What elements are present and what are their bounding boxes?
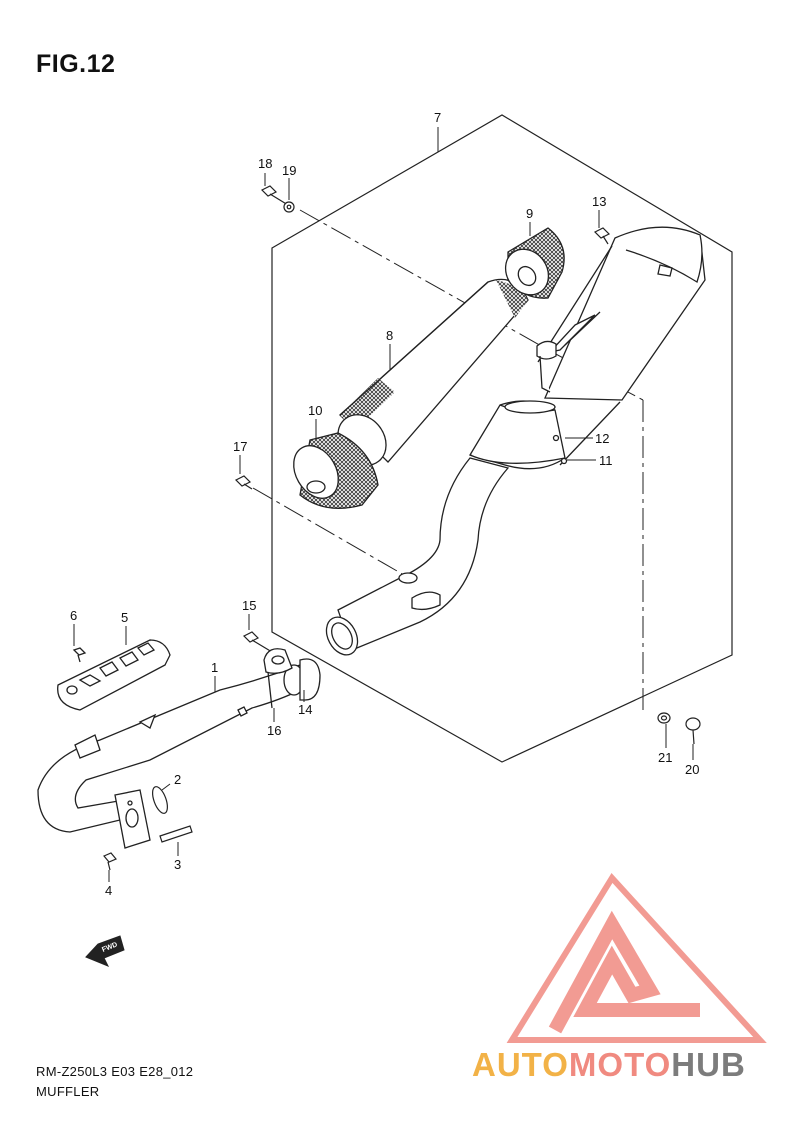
callout-7: 7 xyxy=(434,110,441,125)
callout-8: 8 xyxy=(386,328,393,343)
callout-numbers: 7 18 19 9 13 8 10 17 12 11 15 1 5 6 14 1… xyxy=(70,110,699,898)
callout-2: 2 xyxy=(174,772,181,787)
model-code: RM-Z250L3 E03 E28_012 xyxy=(36,1064,194,1079)
callout-13: 13 xyxy=(592,194,606,209)
leader-lines xyxy=(73,127,694,882)
gasket-and-stud xyxy=(103,786,193,871)
inner-cone xyxy=(293,432,379,509)
callout-6: 6 xyxy=(70,608,77,623)
muffler-body xyxy=(469,226,706,470)
assembly-outline xyxy=(271,114,733,763)
end-cap xyxy=(504,227,565,299)
heat-guard xyxy=(57,639,171,711)
callout-1: 1 xyxy=(211,660,218,675)
callout-15: 15 xyxy=(242,598,256,613)
section-name: MUFFLER xyxy=(36,1084,100,1099)
wordmark-hub: HUB xyxy=(671,1046,746,1083)
callout-17: 17 xyxy=(233,439,247,454)
callout-12: 12 xyxy=(595,431,609,446)
callout-10: 10 xyxy=(308,403,322,418)
callout-5: 5 xyxy=(121,610,128,625)
callout-3: 3 xyxy=(174,857,181,872)
watermark-wordmark: AUTOMOTOHUB xyxy=(472,1046,746,1084)
muffler-inlet-pipe xyxy=(325,457,510,656)
clamp xyxy=(263,648,321,709)
callout-19: 19 xyxy=(282,163,296,178)
callout-16: 16 xyxy=(267,723,281,738)
callout-11: 11 xyxy=(599,453,613,468)
callout-18: 18 xyxy=(258,156,272,171)
wordmark-moto: MOTO xyxy=(568,1046,672,1083)
silencer-core xyxy=(337,278,529,466)
callout-9: 9 xyxy=(526,206,533,221)
watermark-logo-icon xyxy=(506,873,767,1043)
figure-title: FIG.12 xyxy=(36,50,116,78)
callout-14: 14 xyxy=(298,702,312,717)
wordmark-auto: AUTO xyxy=(472,1046,569,1083)
callout-4: 4 xyxy=(105,883,112,898)
callout-21: 21 xyxy=(658,750,672,765)
front-exhaust-pipe xyxy=(37,664,305,849)
callout-20: 20 xyxy=(685,762,699,777)
fwd-arrow-badge: FWD xyxy=(85,935,125,967)
fasteners xyxy=(234,185,701,745)
